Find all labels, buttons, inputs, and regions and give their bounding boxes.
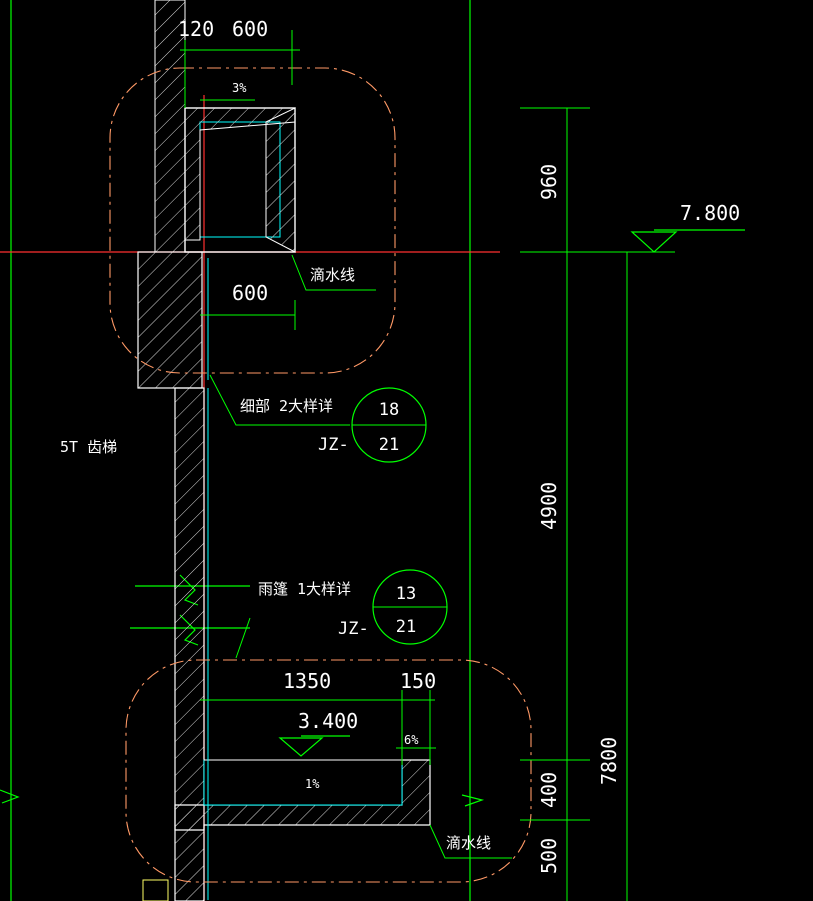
dimension-lines	[180, 30, 675, 901]
slope-canopy-edge: 6%	[404, 733, 419, 747]
dim-150: 150	[400, 669, 436, 693]
dim-mid-600: 600	[232, 281, 268, 305]
dim-top-600: 600	[232, 17, 268, 41]
axis-label: 5T 齿梯	[60, 438, 117, 456]
slope-canopy: 1%	[305, 777, 320, 791]
leader-lines	[200, 99, 512, 859]
dim-4900: 4900	[537, 482, 561, 530]
callout-lower-num: 13	[396, 584, 416, 604]
dim-500: 500	[537, 838, 561, 874]
elevation-markers	[278, 229, 745, 757]
dim-1350: 1350	[283, 669, 331, 693]
dim-400: 400	[537, 772, 561, 808]
wall-structure	[137, 0, 431, 901]
callout-upper-sheet: 21	[379, 435, 399, 455]
note-detail-upper: 细部 2大样详	[240, 397, 333, 415]
callout-upper[interactable]: 18 21 JZ-	[318, 387, 427, 463]
slope-top: 3%	[232, 81, 247, 95]
callout-upper-prefix: JZ-	[318, 435, 349, 455]
note-drip-lower: 滴水线	[446, 834, 491, 852]
note-drip-upper: 滴水线	[310, 266, 355, 284]
callout-lower-prefix: JZ-	[338, 619, 369, 639]
callout-upper-num: 18	[379, 400, 399, 420]
revision-clouds	[109, 67, 532, 883]
dim-top-120: 120	[178, 17, 214, 41]
elevation-upper: 7.800	[680, 201, 740, 225]
dim-960: 960	[537, 164, 561, 200]
elevation-lower: 3.400	[298, 709, 358, 733]
callout-lower-sheet: 21	[396, 617, 416, 637]
note-detail-lower: 雨篷 1大样详	[258, 580, 351, 598]
callout-lower[interactable]: 13 21 JZ-	[338, 569, 448, 645]
dim-7800: 7800	[597, 737, 621, 785]
